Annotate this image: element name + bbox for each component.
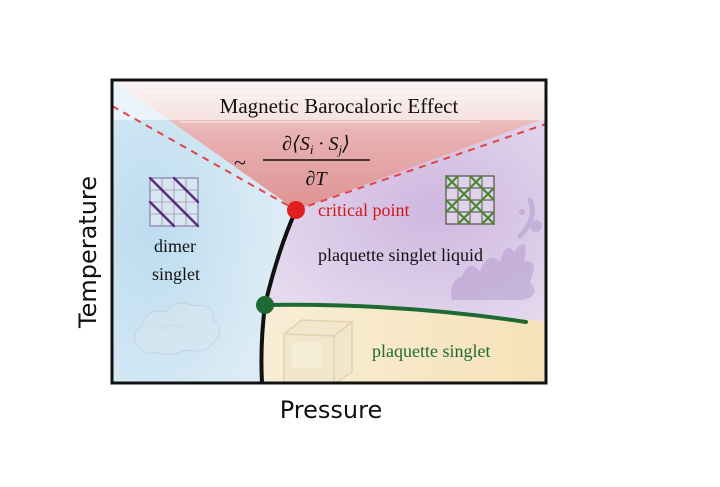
crossover-line-left xyxy=(112,105,297,211)
formula-prefix: ~ xyxy=(234,150,246,175)
diagram-title: Magnetic Barocaloric Effect xyxy=(220,94,459,118)
cloud-icon xyxy=(134,302,221,356)
order-parameter-derivative-formula: ~ ∂⟨Si · Sj⟩ ∂T xyxy=(234,133,370,190)
crossover-line-right xyxy=(295,123,546,211)
ice-cube-icon xyxy=(283,319,353,383)
critical-point-label: critical point xyxy=(318,200,409,220)
dimer-lattice-icon xyxy=(148,176,200,228)
plaquette-lattice-icon xyxy=(444,174,496,226)
dimer-singlet-region xyxy=(112,80,296,383)
formula-denominator: ∂T xyxy=(305,168,328,190)
critical-point-marker xyxy=(287,201,305,219)
plaquette-transition-line xyxy=(263,302,528,324)
x-axis-label: Pressure xyxy=(280,396,382,424)
phase-label-dimer: dimer xyxy=(154,236,196,256)
phase-label-plaquette-singlet: plaquette singlet xyxy=(372,341,490,361)
triple-point-marker xyxy=(256,296,274,314)
formula-numerator: ∂⟨Si · Sj⟩ xyxy=(282,133,350,157)
y-axis-label: Temperature xyxy=(74,176,102,329)
plot-frame xyxy=(110,78,548,385)
splash-icon xyxy=(451,197,542,300)
phase-label-plaquette-liquid: plaquette singlet liquid xyxy=(318,245,483,265)
phase-label-singlet: singlet xyxy=(152,264,200,284)
